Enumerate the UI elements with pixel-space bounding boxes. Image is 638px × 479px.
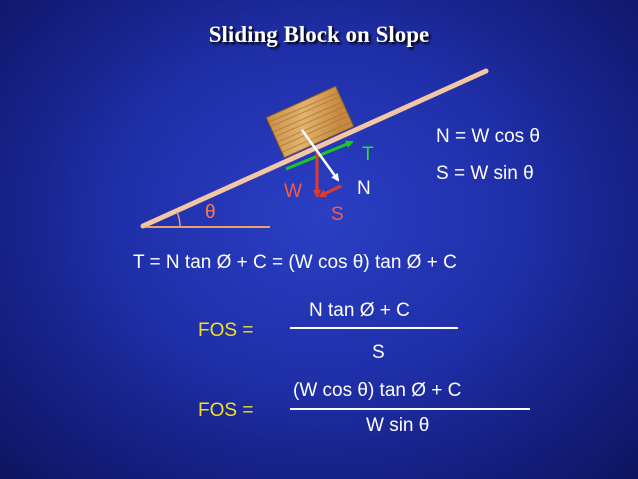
fos-denominator-1: S <box>372 342 385 363</box>
fos-label-2: FOS = <box>198 400 254 421</box>
fraction-bar-2 <box>290 408 530 410</box>
shear-force-equation: S = W sin θ <box>436 163 534 184</box>
sliding-block <box>265 85 355 159</box>
force-label-n: N <box>357 178 371 199</box>
resisting-force-equation: T = N tan Ø + C = (W cos θ) tan Ø + C <box>133 252 457 273</box>
force-label-s: S <box>331 204 344 225</box>
force-label-w: W <box>284 181 302 202</box>
page-title: Sliding Block on Slope <box>208 22 430 47</box>
angle-label-theta: θ <box>205 202 216 223</box>
fos-numerator-2: (W cos θ) tan Ø + C <box>293 380 462 401</box>
force-n-arrow <box>300 129 340 182</box>
fraction-bar-1 <box>290 327 458 329</box>
force-label-t: T <box>362 144 374 165</box>
fos-denominator-2: W sin θ <box>366 415 430 436</box>
angle-arc <box>176 211 181 228</box>
force-s-arrow <box>318 184 342 198</box>
normal-force-equation: N = W cos θ <box>436 126 540 147</box>
fos-numerator-1: N tan Ø + C <box>309 300 410 321</box>
fos-label-1: FOS = <box>198 320 254 341</box>
